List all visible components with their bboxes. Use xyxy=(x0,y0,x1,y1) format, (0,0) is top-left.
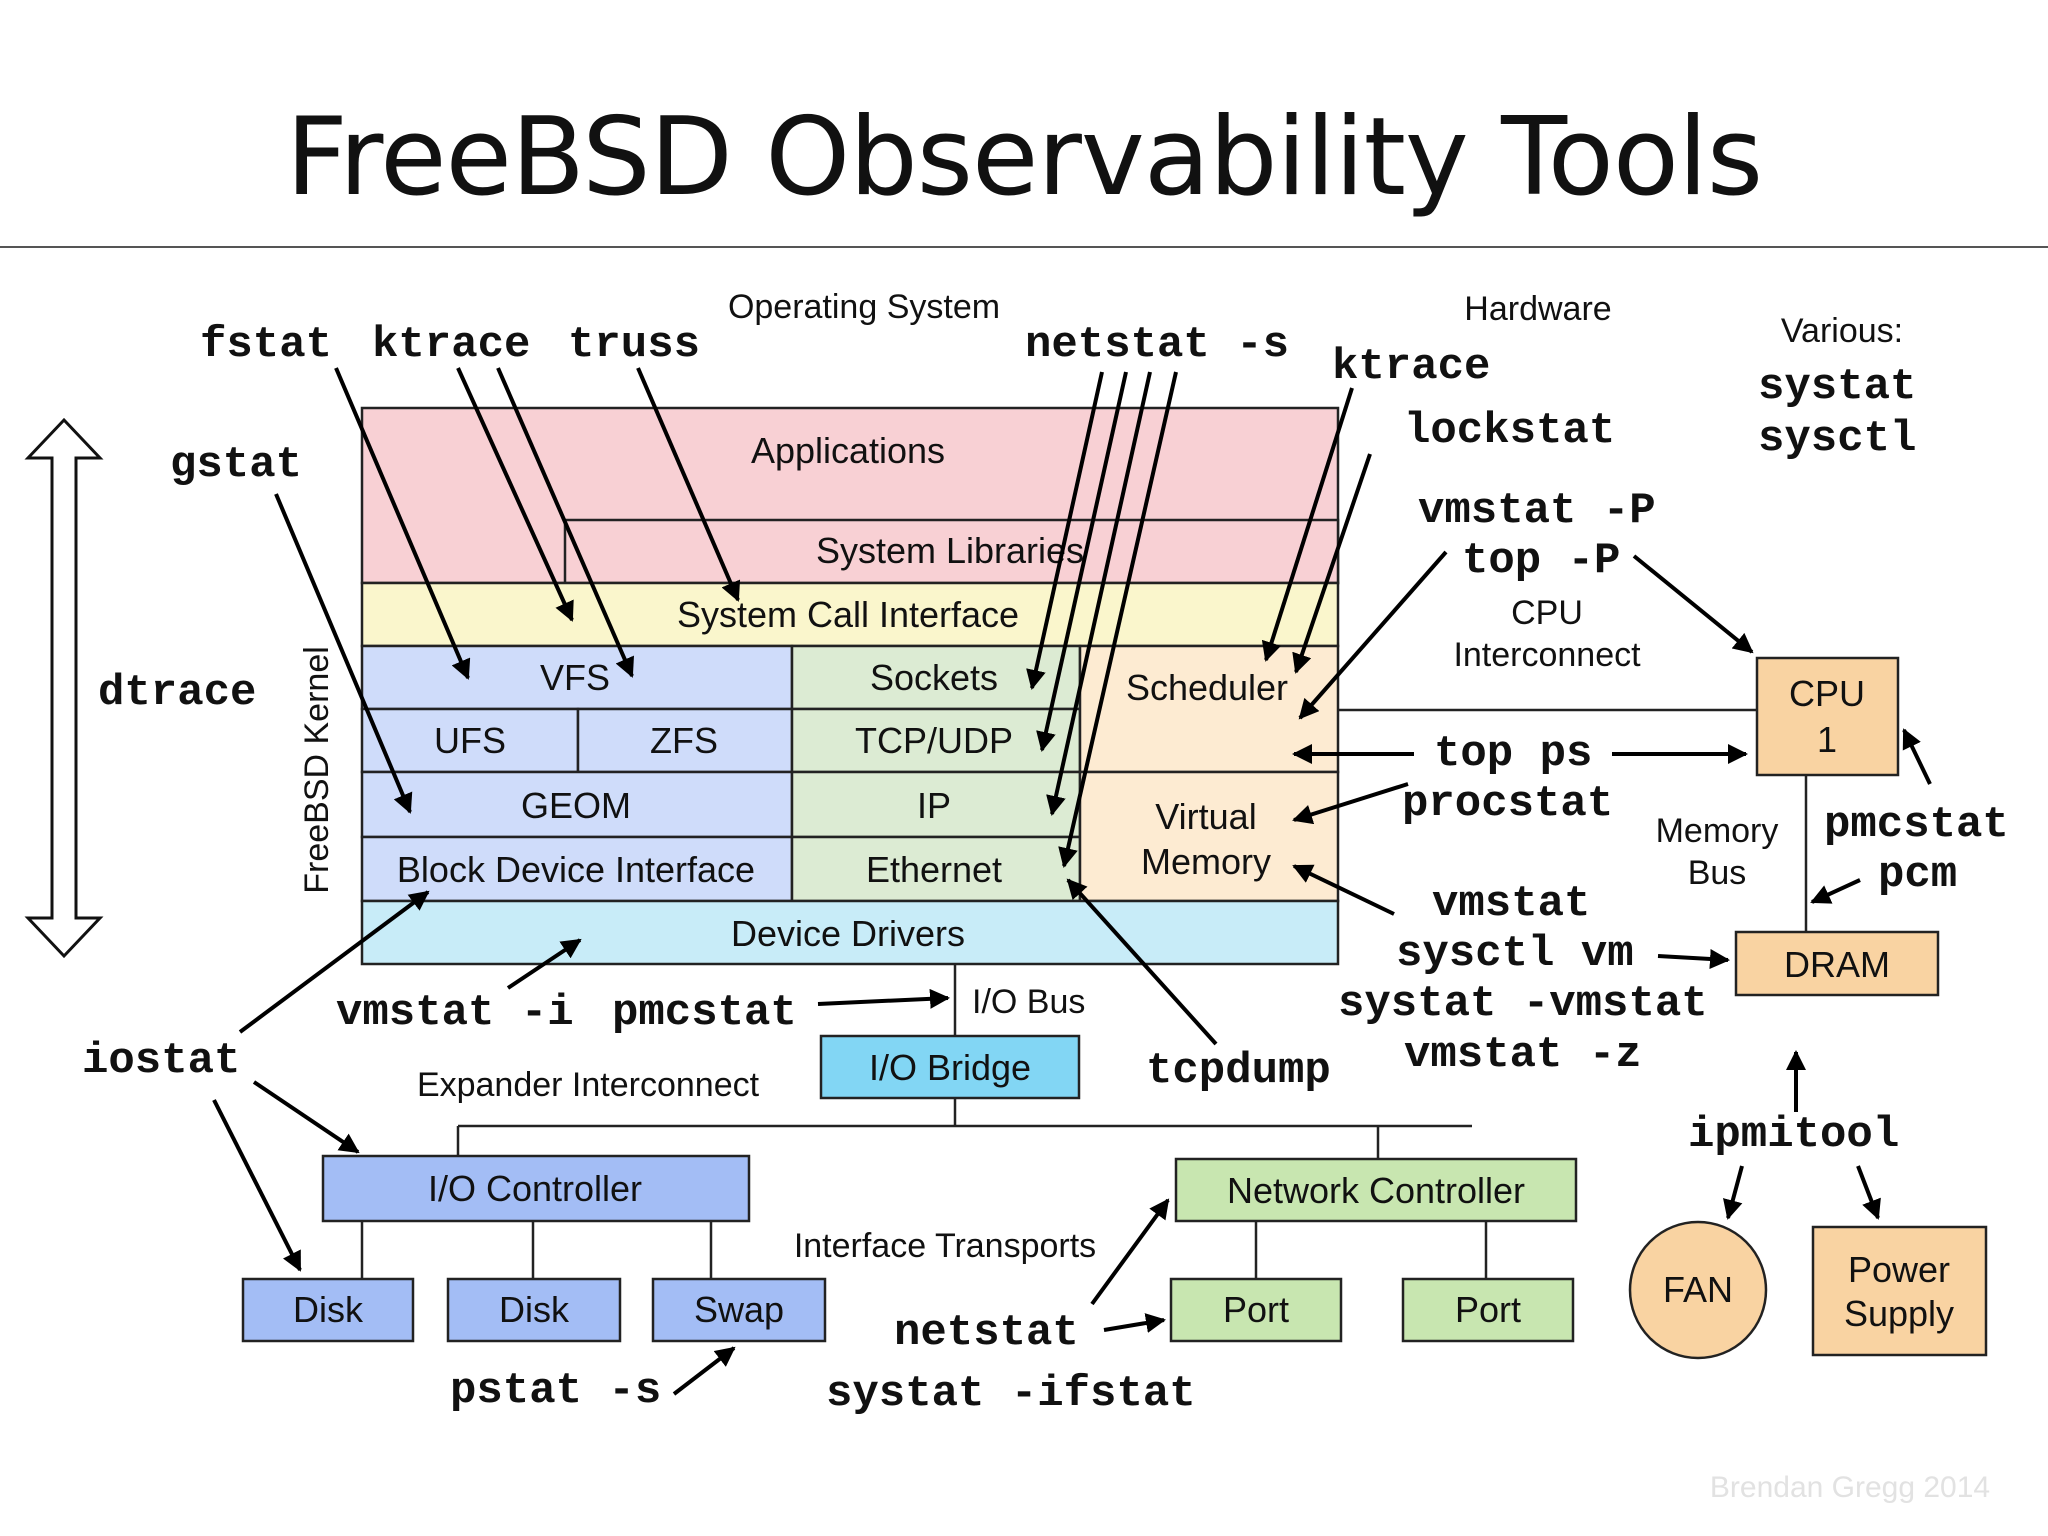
tool-vmstat: vmstat xyxy=(1432,879,1590,929)
io-controller-box xyxy=(321,1154,751,1223)
tool-fstat: fstat xyxy=(200,320,332,370)
disk-a-label: Disk xyxy=(293,1289,364,1330)
tool-tcpdump: tcpdump xyxy=(1146,1046,1331,1096)
tool-procstat: procstat xyxy=(1402,779,1613,829)
tool-netstat-s: netstat -s xyxy=(1025,320,1289,370)
fan-circle xyxy=(1628,1220,1768,1360)
tool-netstat: netstat xyxy=(894,1308,1079,1358)
device-drivers-label: Device Drivers xyxy=(731,913,965,954)
network-controller-box xyxy=(1174,1157,1578,1223)
disk-b-box xyxy=(446,1277,622,1343)
syscall-interface-label: System Call Interface xyxy=(677,594,1019,635)
tool-ktrace: ktrace xyxy=(372,320,530,370)
ip-layer xyxy=(790,770,1082,839)
system-libraries-label: System Libraries xyxy=(816,530,1084,571)
tool-pmcstat-bus: pmcstat xyxy=(612,988,797,1038)
various-label: Various: xyxy=(1781,312,1903,350)
vertical-double-arrow xyxy=(24,417,104,959)
ethernet-label: Ethernet xyxy=(866,849,1002,890)
port-b-box xyxy=(1401,1277,1575,1343)
tool-vmstat-i: vmstat -i xyxy=(336,988,574,1038)
io-bridge-label: I/O Bridge xyxy=(869,1047,1031,1088)
memory-bus-label-1: Memory xyxy=(1656,812,1779,850)
network-controller-label: Network Controller xyxy=(1227,1170,1525,1211)
cpu-interconnect-label-2: Interconnect xyxy=(1453,636,1641,674)
tool-vmstat-z: vmstat -z xyxy=(1404,1030,1642,1080)
geom-label: GEOM xyxy=(521,785,631,826)
scheduler-label: Scheduler xyxy=(1126,667,1288,708)
operating-system-label: Operating System xyxy=(728,288,1000,326)
ethernet-layer xyxy=(790,835,1082,903)
tool-pmcstat-cpu: pmcstat xyxy=(1824,800,2009,850)
ip-label: IP xyxy=(917,785,951,826)
io-bus-label: I/O Bus xyxy=(972,983,1085,1021)
port-a-label: Port xyxy=(1223,1289,1289,1330)
virtual-memory-label-2: Memory xyxy=(1141,841,1271,882)
tool-dtrace: dtrace xyxy=(98,668,256,718)
dram-box xyxy=(1734,930,1940,997)
disk-a-box xyxy=(241,1277,415,1343)
cpu-box xyxy=(1755,656,1900,777)
freebsd-kernel-label: FreeBSD Kernel xyxy=(298,646,336,894)
swap-label: Swap xyxy=(694,1289,784,1330)
power-supply-box xyxy=(1811,1225,1988,1357)
arrows xyxy=(212,367,1932,1396)
io-bridge-box xyxy=(819,1034,1081,1100)
title-divider xyxy=(0,246,2048,248)
tool-systat-ifstat: systat -ifstat xyxy=(826,1369,1196,1419)
tool-systat: systat xyxy=(1758,362,1916,412)
credit-watermark: Brendan Gregg 2014 xyxy=(1710,1471,1990,1504)
syscall-interface-layer xyxy=(360,581,1340,648)
io-controller-label: I/O Controller xyxy=(428,1168,642,1209)
disk-b-label: Disk xyxy=(499,1289,570,1330)
tool-pstat-s: pstat -s xyxy=(450,1366,661,1416)
tool-systat-vmstat: systat -vmstat xyxy=(1338,979,1708,1029)
port-b-label: Port xyxy=(1455,1289,1521,1330)
dram-label: DRAM xyxy=(1784,944,1890,985)
port-a-box xyxy=(1169,1277,1343,1343)
tool-sysctl: sysctl xyxy=(1758,414,1916,464)
tool-top-ps: top ps xyxy=(1434,729,1592,779)
tool-top-P: top -P xyxy=(1462,536,1620,586)
cpu-label-2: 1 xyxy=(1817,719,1837,760)
tool-ktrace-hw: ktrace xyxy=(1332,342,1490,392)
zfs-label: ZFS xyxy=(650,720,718,761)
ufs-label: UFS xyxy=(434,720,506,761)
expander-interconnect-label: Expander Interconnect xyxy=(417,1066,760,1104)
tcp-udp-label: TCP/UDP xyxy=(855,720,1013,761)
virtual-memory-label-1: Virtual xyxy=(1155,796,1256,837)
tool-lockstat: lockstat xyxy=(1404,406,1615,456)
power-supply-label-1: Power xyxy=(1848,1249,1950,1290)
applications-label: Applications xyxy=(751,430,945,471)
tool-truss: truss xyxy=(568,320,700,370)
sockets-label: Sockets xyxy=(870,657,998,698)
power-supply-label-2: Supply xyxy=(1844,1293,1954,1334)
vfs-layer xyxy=(360,644,794,711)
swap-box xyxy=(651,1277,827,1343)
zfs-layer xyxy=(576,707,794,774)
vfs-label: VFS xyxy=(540,657,610,698)
cpu-label-1: CPU xyxy=(1789,673,1865,714)
tool-sysctl-vm: sysctl vm xyxy=(1396,929,1634,979)
page-title: FreeBSD Observability Tools xyxy=(285,95,1763,220)
tool-gstat: gstat xyxy=(170,440,302,490)
tool-ipmitool: ipmitool xyxy=(1688,1110,1899,1160)
cpu-interconnect-label-1: CPU xyxy=(1511,594,1583,632)
hardware-label: Hardware xyxy=(1464,290,1611,328)
tool-iostat: iostat xyxy=(82,1036,240,1086)
tool-pcm: pcm xyxy=(1878,850,1957,900)
sockets-layer xyxy=(790,644,1082,711)
block-device-interface-label: Block Device Interface xyxy=(397,849,755,890)
memory-bus-label-2: Bus xyxy=(1688,854,1747,892)
interface-transports-label: Interface Transports xyxy=(794,1227,1096,1265)
device-drivers-layer xyxy=(360,899,1340,966)
tool-vmstat-P: vmstat -P xyxy=(1418,486,1656,536)
fan-label: FAN xyxy=(1663,1269,1733,1310)
